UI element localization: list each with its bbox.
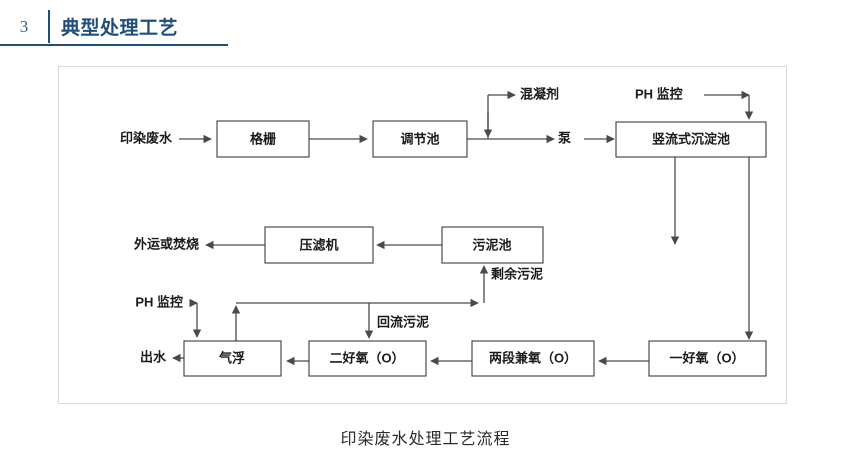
- label-pump: 泵: [558, 130, 571, 145]
- label-ph-monitor-top: PH 监控: [635, 86, 683, 101]
- label-return-sludge: 回流污泥: [377, 314, 429, 329]
- box-filterpress: [264, 226, 374, 264]
- box-grid-label: 格栅: [250, 131, 276, 146]
- box-flotation: [183, 340, 282, 377]
- label-coagulant: 混凝剂: [520, 86, 559, 101]
- label-excess-sludge: 剩余污泥: [491, 266, 543, 281]
- process-flow-diagram: 印染废水 格栅 调节池 混凝剂 泵 PH 监控 竖流式沉淀池: [120, 86, 767, 377]
- box-regulating-label: 调节池: [400, 131, 439, 146]
- header-divider: [48, 10, 50, 43]
- diagram-frame: 印染废水 格栅 调节池 混凝剂 泵 PH 监控 竖流式沉淀池: [58, 66, 787, 404]
- box-settler: [615, 121, 767, 158]
- label-disposal: 外运或焚烧: [133, 236, 199, 251]
- section-header: 3 典型处理工艺: [0, 8, 228, 46]
- label-ph-monitor-bottom: PH 监控: [135, 294, 183, 309]
- box-sludgepool-label: 污泥池: [472, 237, 511, 252]
- box-aerobic1-label: 一好氧（O）: [669, 350, 744, 365]
- box-grid: [216, 120, 310, 158]
- section-number: 3: [19, 16, 29, 36]
- box-sludgepool: [441, 226, 544, 264]
- diagram-caption: 印染废水处理工艺流程: [340, 431, 511, 448]
- box-filterpress-label: 压滤机: [299, 237, 338, 252]
- box-aerobic2: [308, 340, 427, 377]
- box-anoxic2-label: 两段兼氧（O）: [489, 350, 577, 365]
- box-aerobic2-label: 二好氧（O）: [329, 350, 404, 365]
- page-title: 典型处理工艺: [61, 17, 179, 39]
- label-effluent: 出水: [140, 349, 167, 364]
- box-aerobic1: [648, 340, 767, 377]
- box-flotation-label: 气浮: [219, 350, 245, 365]
- box-anoxic2: [471, 340, 595, 377]
- box-settler-label: 竖流式沉淀池: [652, 131, 730, 146]
- label-influent: 印染废水: [120, 130, 173, 145]
